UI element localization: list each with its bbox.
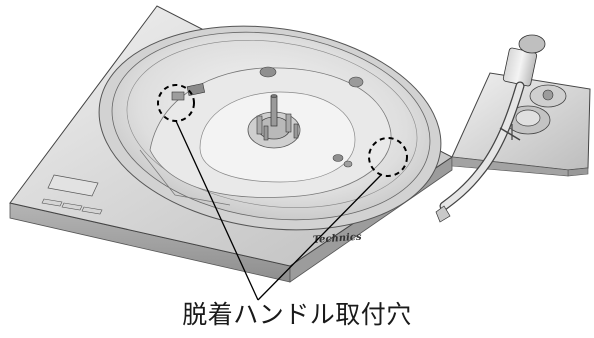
dashed-circle-marker-right	[368, 137, 408, 177]
front-control-panel	[41, 174, 103, 215]
callout-leader-line	[175, 120, 382, 301]
tonearm	[435, 34, 567, 223]
platter-well	[98, 25, 442, 231]
caption-label: 脱着ハンドル取付穴	[182, 300, 412, 329]
brand-logo: Technics	[312, 232, 362, 246]
